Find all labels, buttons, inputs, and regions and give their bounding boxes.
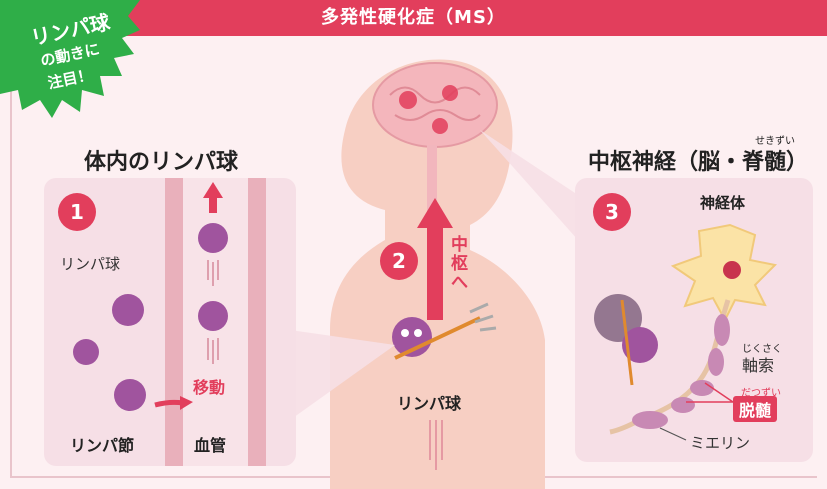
move-arrow-head — [180, 396, 193, 410]
step1-number: 1 — [58, 193, 96, 231]
vessel-wall — [165, 178, 183, 466]
lymphocyte — [622, 327, 658, 363]
up-arrow-head — [417, 198, 453, 228]
step1-lymphocyte-label: リンパ球 — [60, 255, 121, 273]
step3-axon-label: 軸索 — [742, 356, 775, 375]
frame-left-line — [10, 36, 12, 476]
right-heading: 中枢神経（脳・脊髄） — [588, 150, 809, 175]
lymphocyte — [73, 339, 99, 365]
lymphocyte-shadow — [594, 294, 642, 342]
step1-node-label: リンパ節 — [70, 436, 135, 455]
speed-lines — [207, 260, 219, 364]
starburst-badge — [0, 0, 140, 118]
trident-head — [469, 302, 497, 332]
step3-axon-ruby: じくさく — [742, 344, 782, 355]
lymphocyte — [112, 294, 144, 326]
lesion-dot — [442, 85, 458, 101]
up-arrow-shaft — [427, 225, 443, 320]
myelin-segment — [671, 397, 695, 413]
lymphocyte — [114, 379, 146, 411]
myelin-segment — [632, 411, 668, 429]
myelin-segment — [714, 314, 730, 346]
myelin-segment — [690, 380, 714, 396]
lesion-dot — [432, 118, 448, 134]
lymphocyte — [198, 301, 228, 331]
vessel-arrow-head — [203, 182, 223, 198]
speed-lines — [429, 420, 443, 470]
myelin-segment — [708, 348, 724, 376]
lymphocyte-eye — [414, 329, 422, 337]
step2-to-cns-label: 中枢へ — [451, 235, 468, 293]
step3-demyelination-label: 脱髄 — [733, 396, 778, 422]
left-heading: 体内のリンパ球 — [84, 150, 239, 175]
lymphocyte-eye — [401, 329, 409, 337]
step3-myelin-label: ミエリン — [690, 434, 751, 452]
trident-pole — [620, 299, 634, 386]
step2-lymphocyte-label: リンパ球 — [397, 394, 462, 413]
myelin-pointer — [659, 427, 687, 441]
callout-wedge-left — [290, 330, 395, 420]
step1-vessel-label: 血管 — [194, 436, 227, 455]
lymphocyte — [198, 223, 228, 253]
step3-number: 3 — [593, 193, 631, 231]
demyelination-pointer — [686, 382, 734, 403]
trident-pole — [394, 316, 481, 360]
right-heading-ruby: せきずい — [755, 136, 795, 147]
step3-demyelination-ruby: だつずい — [741, 388, 781, 399]
step1-move-label: 移動 — [193, 378, 226, 397]
step2-number: 2 — [380, 242, 418, 280]
callout-wedge-right — [480, 130, 578, 240]
vessel-wall — [248, 178, 266, 466]
banner-title: 多発性硬化症（MS） — [321, 7, 506, 28]
lesion-dot — [399, 91, 417, 109]
brain-folds — [389, 86, 481, 121]
neuron-nucleus — [723, 261, 741, 279]
vessel-arrow-shaft — [209, 195, 217, 213]
step3-cell-body-label: 神経体 — [700, 194, 746, 212]
